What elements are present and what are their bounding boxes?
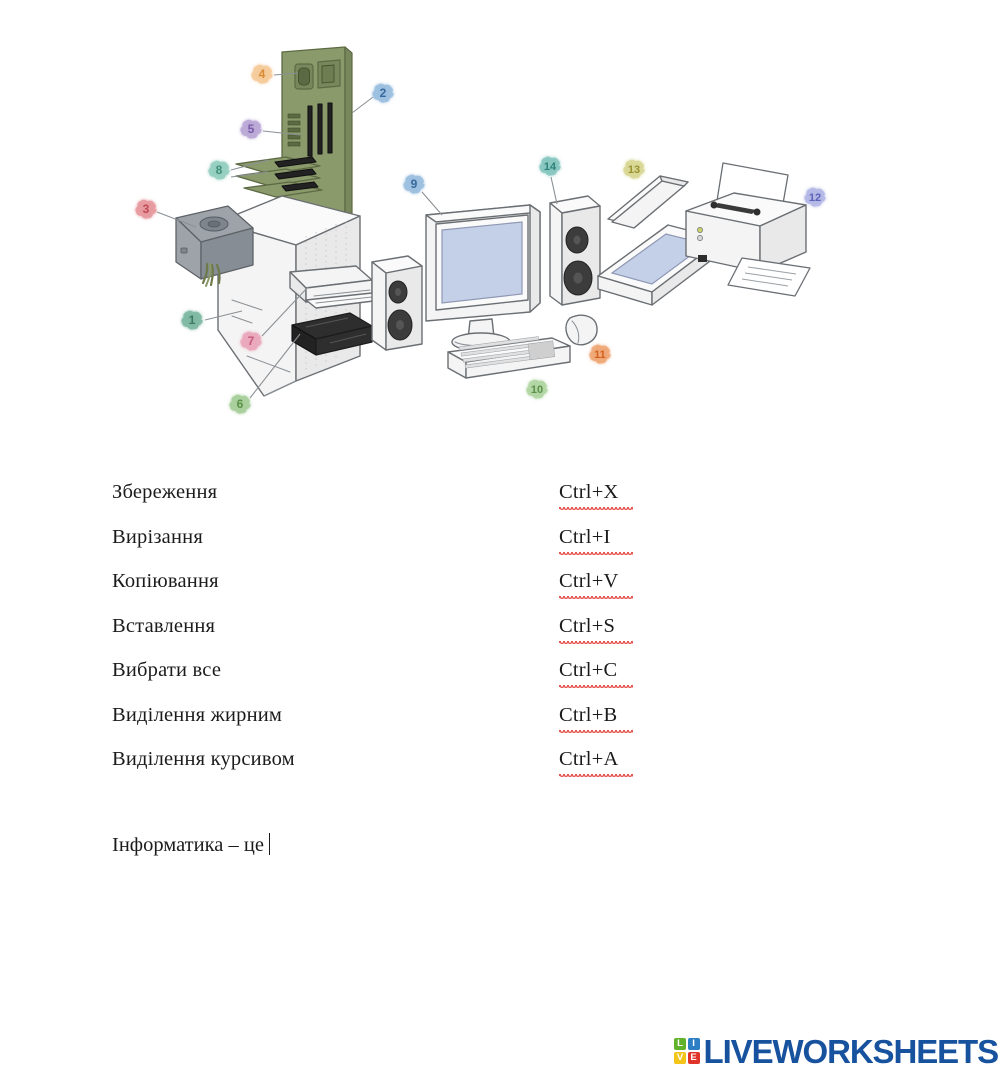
badge-number: 7: [248, 334, 255, 348]
badge-blob: [526, 379, 548, 399]
shortcut-row: Виділення курсивом Ctrl+A: [112, 748, 712, 793]
callout-badge-11: 11: [589, 344, 611, 364]
badge-blob: [403, 174, 425, 194]
callout-badge-13: 13: [623, 159, 645, 179]
badge-number: 8: [216, 163, 223, 177]
callout-badge-6: 6: [229, 394, 251, 414]
shortcut-term: Копіювання: [112, 570, 219, 592]
shortcut-key: Ctrl+C: [559, 659, 618, 681]
keyboard: [447, 336, 571, 379]
badge-number: 10: [531, 384, 543, 396]
badge-blob: [804, 187, 826, 207]
badge-number: 14: [544, 161, 557, 173]
shortcut-term: Вирізання: [112, 525, 203, 548]
badge-blob: [240, 331, 262, 351]
badge-blob: [251, 64, 273, 84]
callout-badge-2: 2: [372, 83, 394, 103]
badge-blob: [208, 160, 230, 180]
mouse: [565, 314, 598, 346]
shortcut-term: Виділення курсивом: [112, 748, 295, 770]
badge-blob: [240, 119, 262, 139]
storage-drive-black: [291, 312, 373, 356]
callout-badge-3: 3: [135, 199, 157, 219]
badge-number: 2: [380, 86, 387, 100]
shortcut-term: Збереження: [112, 481, 218, 503]
shortcut-term: Виділення жирним: [112, 703, 283, 726]
badge-number: 12: [809, 192, 821, 204]
shortcut-key: Ctrl+A: [559, 748, 619, 770]
text-caret: [268, 833, 270, 855]
callout-badge-8: 8: [208, 160, 230, 180]
optical-drive: [289, 265, 383, 309]
callout-badge-5: 5: [240, 119, 262, 139]
badge-blob: [589, 344, 611, 364]
definition-prompt: Інформатика – це: [112, 833, 270, 857]
shortcut-row: Збереження Ctrl+X: [112, 481, 712, 526]
callout-badge-14: 14: [539, 156, 561, 176]
badge-number: 4: [259, 67, 266, 81]
badge-blob: [372, 83, 394, 103]
logo-cell-v: V: [674, 1051, 687, 1064]
callout-badge-7: 7: [240, 331, 262, 351]
badge-number: 13: [628, 164, 640, 176]
logo-cell-l: L: [674, 1038, 687, 1051]
shortcut-key: Ctrl+V: [559, 570, 619, 592]
definition-prompt-text: Інформатика – це: [112, 834, 264, 856]
speaker-right: [549, 195, 601, 306]
logo-cell-e: E: [687, 1051, 700, 1064]
badge-number: 6: [237, 397, 244, 411]
shortcut-term: Вставлення: [112, 614, 216, 637]
badge-blob: [181, 310, 203, 330]
shortcut-row: Копіювання Ctrl+V: [112, 570, 712, 615]
badge-blob: [229, 394, 251, 414]
monitor: [425, 204, 541, 352]
diagram-illustration: .ol { fill:none; stroke:#6b6f73; stroke-…: [135, 46, 826, 414]
callout-badge-10: 10: [526, 379, 548, 399]
shortcut-key: Ctrl+I: [559, 525, 611, 548]
callout-badge-9: 9: [403, 174, 425, 194]
shortcut-key: Ctrl+X: [559, 481, 619, 503]
expansion-cards: [235, 156, 323, 198]
badge-blob: [623, 159, 645, 179]
shortcut-row: Виділення жирним Ctrl+B: [112, 704, 712, 749]
callout-leader-lines: [156, 72, 558, 399]
shortcut-key: Ctrl+S: [559, 614, 616, 637]
callout-badge-1: 1: [181, 310, 203, 330]
callout-badge-12: 12: [804, 187, 826, 207]
shortcut-term: Вибрати все: [112, 659, 222, 681]
badge-number: 11: [594, 349, 606, 361]
logo-wordmark: LIVEWORKSHEETS: [703, 1032, 1000, 1070]
motherboard-graphic: [235, 46, 353, 249]
power-supply-unit: [175, 205, 254, 287]
speaker-left: [371, 255, 423, 351]
callout-badge-4: 4: [251, 64, 273, 84]
shortcut-key: Ctrl+B: [559, 703, 618, 726]
shortcut-list: Збереження Ctrl+X Вирізання Ctrl+I Копіюванн…: [112, 481, 712, 793]
badge-blob: [135, 199, 157, 219]
shortcut-row: Вставлення Ctrl+S: [112, 615, 712, 660]
printer: [685, 162, 811, 297]
shortcut-row: Вибрати все Ctrl+C: [112, 659, 712, 704]
computer-hardware-diagram: .ol { fill:none; stroke:#6b6f73; stroke-…: [0, 0, 1000, 440]
shortcut-row: Вирізання Ctrl+I: [112, 526, 712, 571]
logo-cell-i: I: [687, 1038, 700, 1051]
badge-number: 3: [143, 202, 150, 216]
badge-number: 5: [248, 122, 255, 136]
badge-blob: [539, 156, 561, 176]
badge-number: 9: [411, 177, 418, 191]
badge-number: 1: [189, 313, 196, 327]
